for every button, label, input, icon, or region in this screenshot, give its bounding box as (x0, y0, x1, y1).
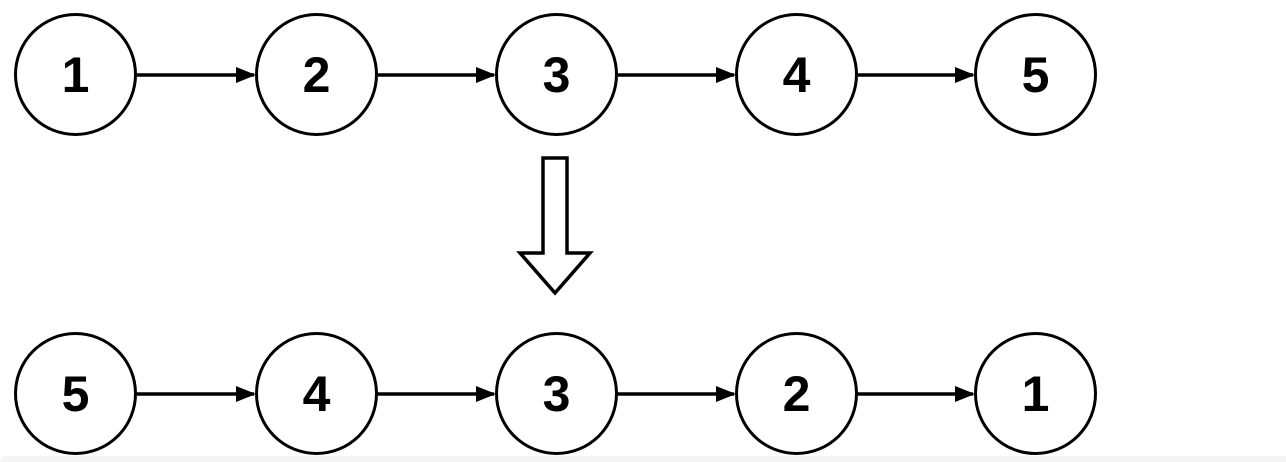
node-label: 5 (61, 365, 90, 422)
linked-list-node: 2 (735, 332, 858, 455)
node-label: 5 (1021, 46, 1050, 103)
linked-list-node: 5 (14, 332, 137, 455)
linked-list-node: 3 (495, 13, 618, 136)
linked-list-node: 4 (255, 332, 378, 455)
node-label: 4 (782, 46, 811, 103)
footer-strip (0, 456, 1286, 462)
linked-list-node: 3 (495, 332, 618, 455)
linked-list-node: 4 (735, 13, 858, 136)
node-label: 2 (302, 46, 331, 103)
linked-list-node: 2 (255, 13, 378, 136)
node-label: 3 (542, 365, 571, 422)
down-arrow-icon (516, 156, 594, 296)
linked-list-node: 5 (974, 13, 1097, 136)
node-label: 1 (1021, 365, 1050, 422)
node-label: 1 (61, 46, 90, 103)
node-label: 4 (302, 365, 331, 422)
linked-list-node: 1 (974, 332, 1097, 455)
node-label: 2 (782, 365, 811, 422)
node-label: 3 (542, 46, 571, 103)
linked-list-node: 1 (14, 13, 137, 136)
